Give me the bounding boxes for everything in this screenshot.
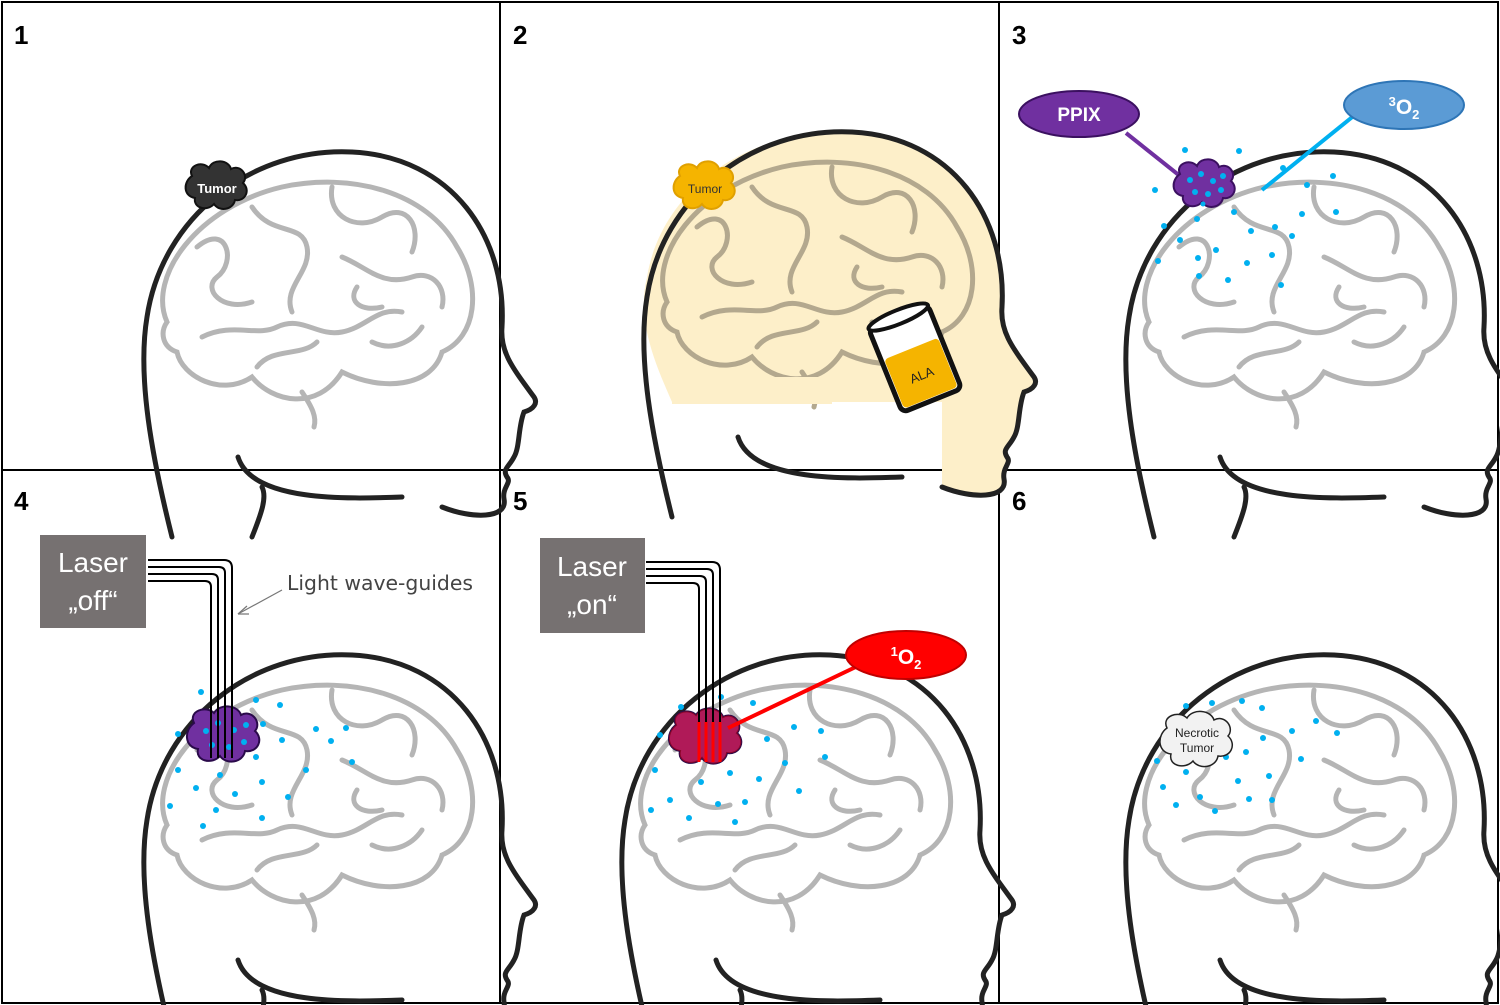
triplet-oxygen-callout: 3O2 (1343, 80, 1465, 130)
svg-text:1O2: 1O2 (891, 644, 922, 672)
tumor: Tumor (184, 160, 248, 210)
light-waveguides (148, 559, 233, 758)
light-beams (697, 722, 722, 762)
oxygen-dots (167, 689, 355, 829)
ppix-callout: PPIX (1018, 90, 1140, 138)
laser-box: Laser „on“ (540, 538, 645, 633)
laser-label: Laser (557, 551, 627, 582)
panel-4: 4 (14, 486, 536, 1005)
laser-box: Laser „off“ (40, 535, 146, 628)
oxygen-superscript: 1 (891, 644, 898, 659)
head-illustration (144, 655, 536, 1005)
panel-number: 3 (1012, 20, 1026, 50)
svg-text:3O2: 3O2 (1389, 94, 1420, 122)
laser-state: „off“ (68, 585, 117, 616)
panel-number: 2 (513, 20, 527, 50)
oxygen-pointer (1260, 112, 1358, 192)
panel-5: 5 (513, 486, 1014, 1005)
tumor-label: Tumor (197, 181, 236, 196)
head-illustration (1126, 152, 1500, 537)
waveguide-pointer (237, 589, 283, 615)
panel-6: 6 Necrotic Tumor (1012, 486, 1500, 1005)
laser-label: Laser (58, 547, 128, 578)
head-illustration (644, 132, 1036, 517)
oxygen-base: O (898, 646, 914, 669)
panel-number: 5 (513, 486, 527, 516)
panel-number: 4 (14, 486, 29, 516)
necrotic-tumor: Necrotic Tumor (1159, 710, 1234, 768)
oxygen-superscript: 3 (1389, 94, 1396, 109)
head-illustration (144, 152, 536, 537)
waveguide-label: Light wave-guides (287, 571, 473, 595)
oxygen-dots (648, 694, 828, 825)
oxygen-subscript: 2 (1412, 107, 1419, 122)
necrotic-label-line1: Necrotic (1175, 726, 1219, 740)
ala-glass: ALA (866, 301, 963, 414)
oxygen-dots (1152, 147, 1339, 288)
singlet-oxygen-callout: 1O2 (845, 630, 967, 680)
laser-state: „on“ (567, 589, 617, 620)
oxygen-base: O (1396, 96, 1412, 119)
panel-number: 6 (1012, 486, 1026, 516)
oxygen-subscript: 2 (914, 657, 921, 672)
tumor: Tumor (672, 160, 736, 210)
panel-number: 1 (14, 20, 28, 50)
ppix-tumor (1172, 158, 1236, 208)
ppix-pointer (1124, 131, 1187, 182)
ppix-label: PPIX (1057, 105, 1101, 126)
head-illustration (1126, 655, 1500, 1005)
brain-illustration (1145, 182, 1455, 427)
panel-3: 3 (1012, 20, 1500, 537)
brain-illustration (163, 182, 473, 427)
panel-2: 2 Tumor ALA (513, 20, 1036, 517)
necrotic-label-line2: Tumor (1180, 741, 1214, 755)
tumor-label: Tumor (688, 182, 722, 196)
singlet-oxygen-pointer (727, 662, 863, 730)
oxygen-dots (1154, 698, 1340, 814)
tumor-ppix (185, 705, 261, 763)
light-waveguides (646, 561, 721, 740)
panel-1: 1 Tumor (14, 20, 536, 537)
